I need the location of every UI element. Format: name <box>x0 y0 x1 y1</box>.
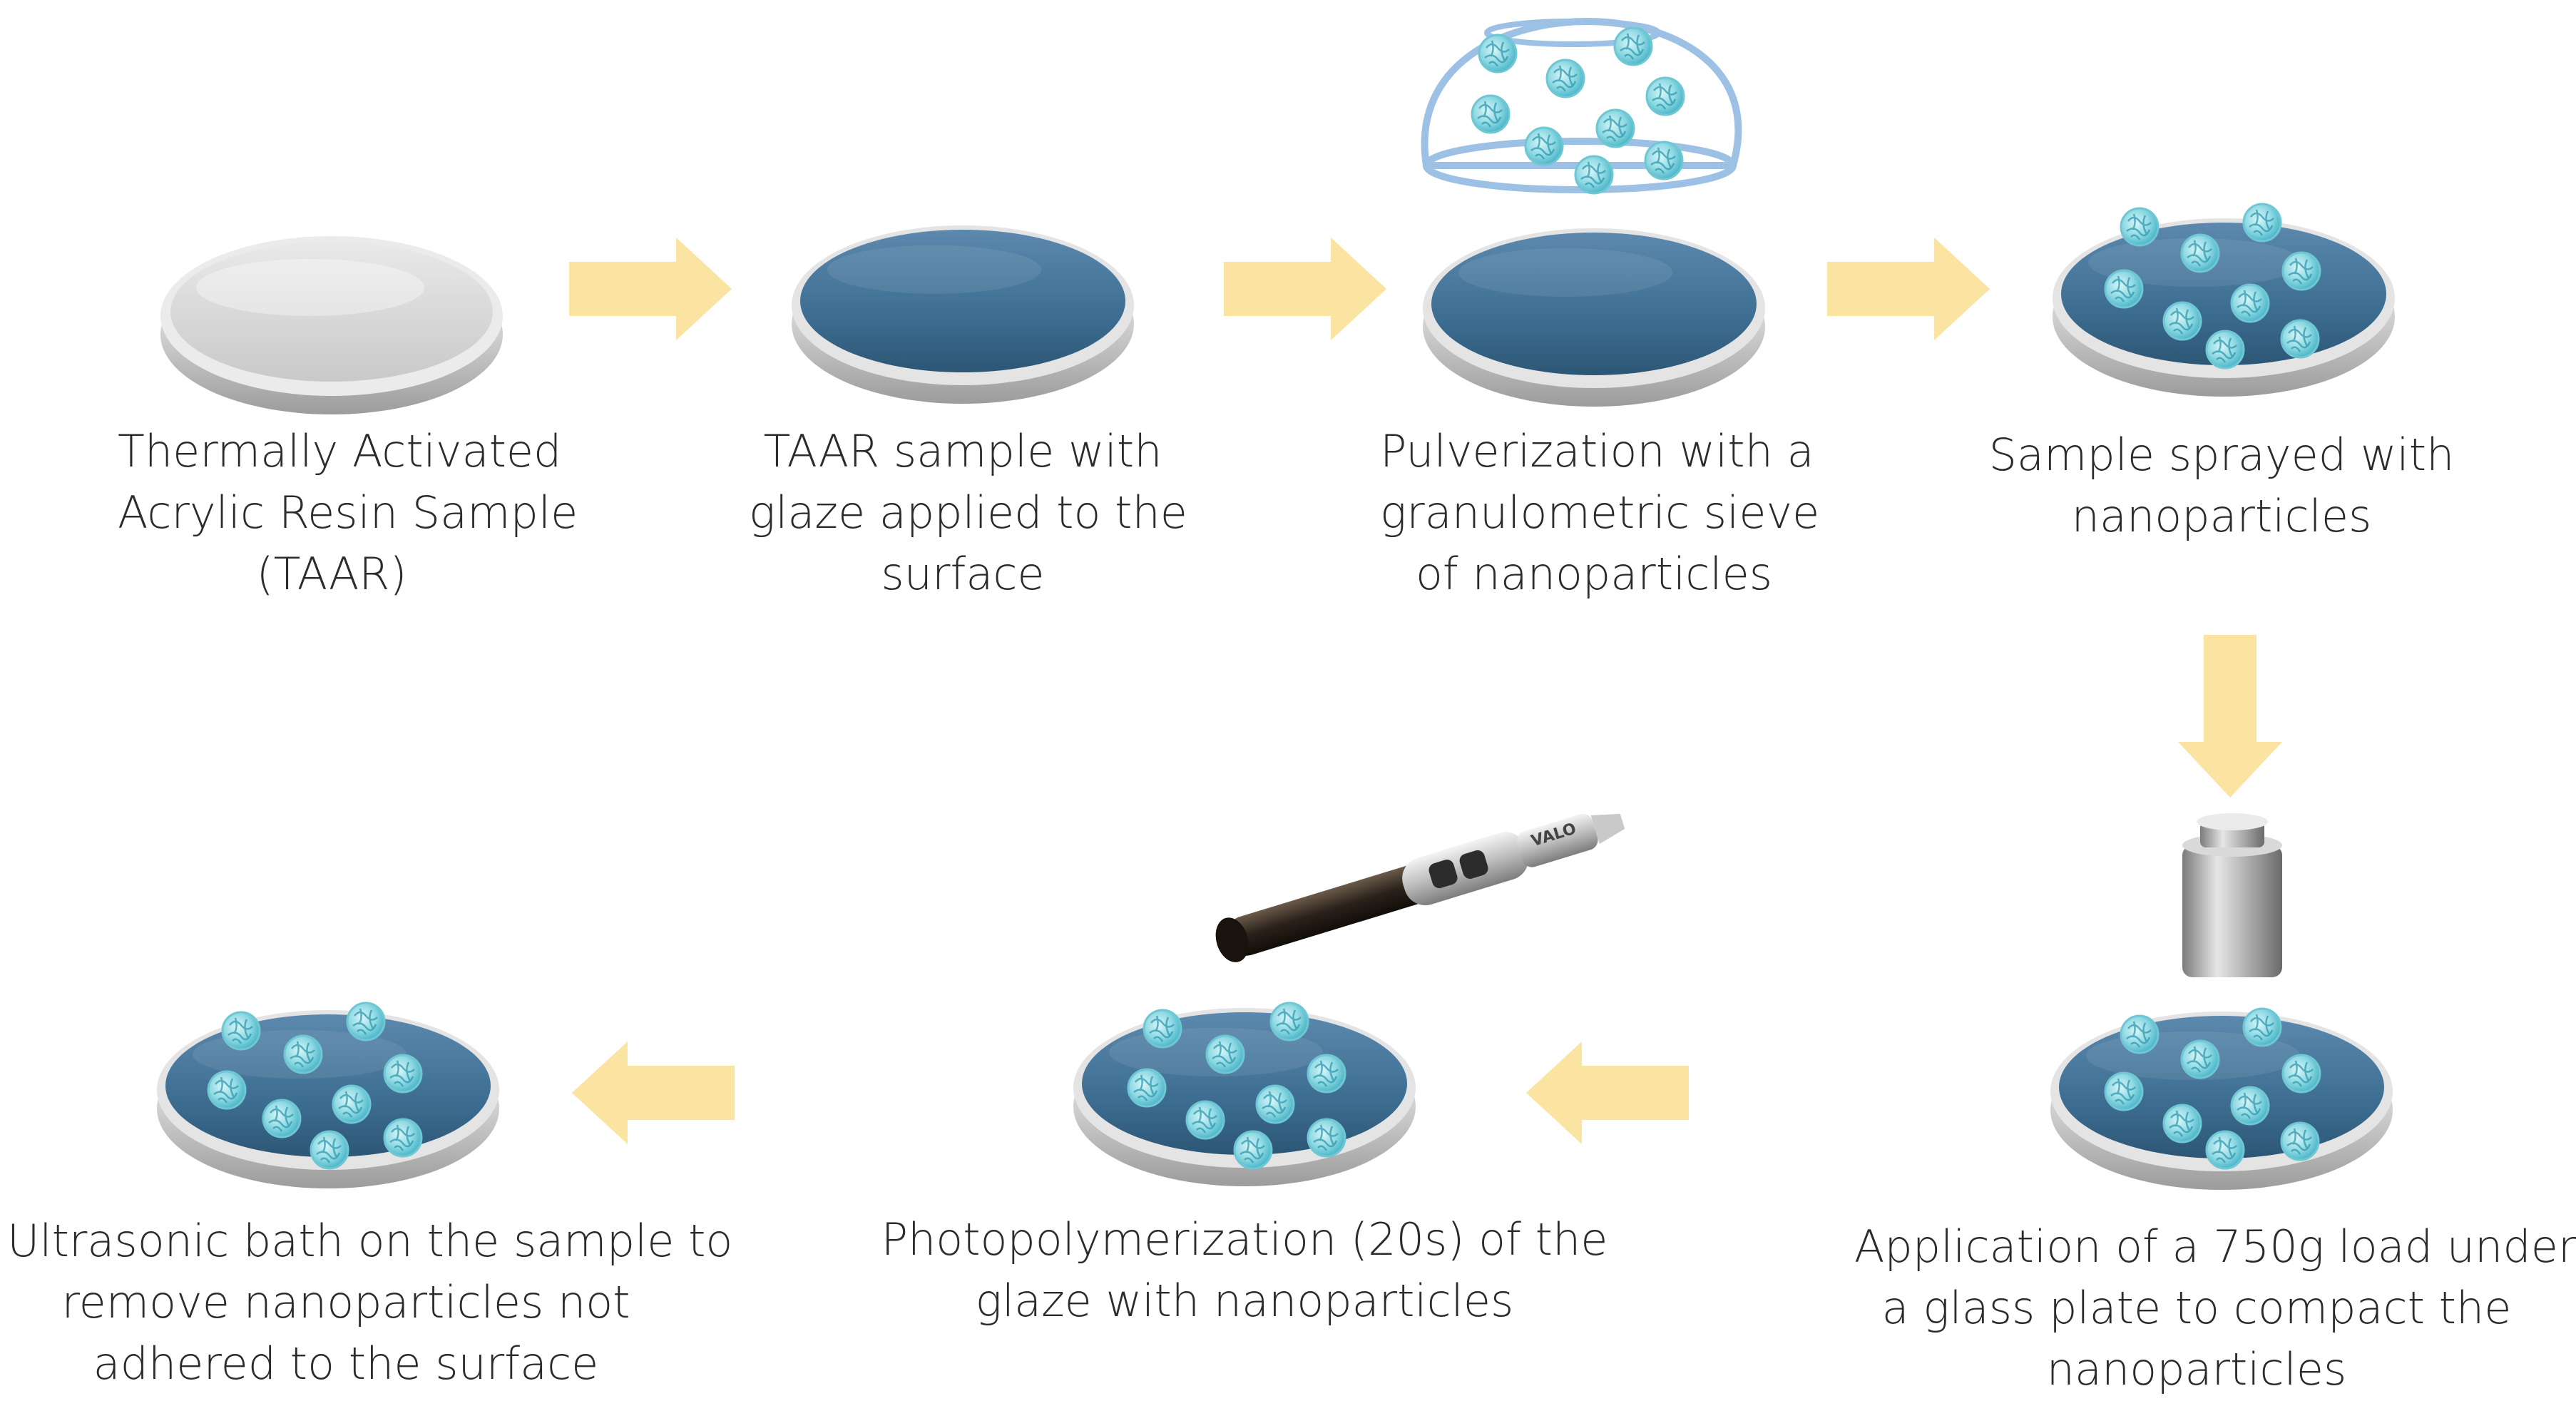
arrow-step1-to-step2 <box>569 238 732 340</box>
step-caption-2: TAAR sample with glaze applied to the su… <box>749 425 1187 600</box>
arrow-step5-to-step6 <box>1526 1041 1689 1144</box>
step-caption-1: Thermally Activated Acrylic Resin Sample… <box>118 425 578 600</box>
step-caption-3: Pulverization with a granulometric sieve… <box>1380 425 1820 600</box>
arrow-step3-to-step4 <box>1827 238 1990 340</box>
curing-light-device: VALO <box>1215 813 1625 962</box>
step-caption-4: Sample sprayed with nanoparticles <box>1988 429 2455 542</box>
arrow-step4-to-step5 <box>2178 635 2282 798</box>
step-caption-5: Application of a 750g load under a glass… <box>1854 1221 2576 1395</box>
weight-750g <box>2182 813 2282 977</box>
arrow-step2-to-step3 <box>1224 238 1386 340</box>
resin-sample-disc <box>160 236 503 414</box>
step-caption-6: Photopolymerization (20s) of the glaze w… <box>881 1213 1608 1327</box>
step-caption-7: Ultrasonic bath on the sample to remove … <box>7 1215 733 1390</box>
sprayed-sample-disc <box>2053 218 2395 397</box>
sieve-target-disc <box>1423 228 1765 407</box>
arrow-step6-to-step7 <box>572 1041 735 1144</box>
glazed-sample-disc <box>792 225 1134 404</box>
